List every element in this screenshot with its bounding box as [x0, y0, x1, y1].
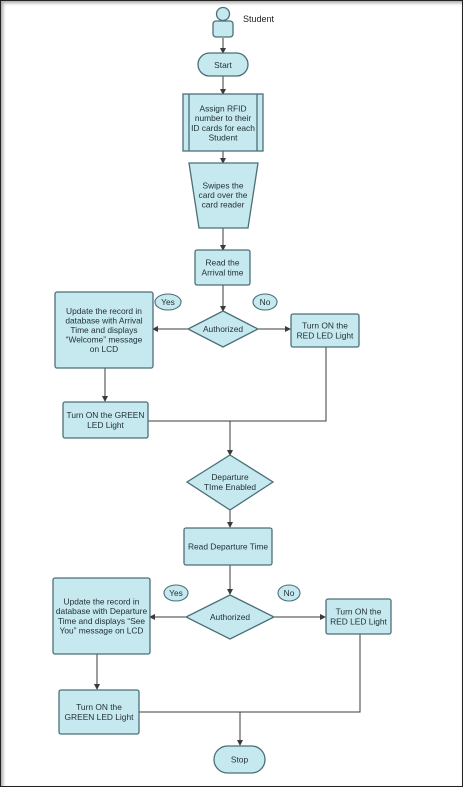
node-text-line: number to their: [195, 113, 252, 123]
node-text-line: database with Arrival: [65, 315, 142, 325]
node-text-line: Authorized: [203, 324, 243, 334]
node-text-line: database with Departure: [56, 606, 148, 616]
node-text-line: TIme Enabled: [204, 482, 256, 492]
node-text-line: GREEN LED Light: [65, 712, 135, 722]
edge-red2-merge: [240, 634, 361, 713]
node-text-line: Swipes the: [203, 180, 244, 190]
node-text-line: RED LED Light: [297, 330, 354, 340]
node-text-line: Turn ON the: [302, 321, 348, 331]
node-authorized-1: Authorized: [186, 310, 260, 348]
node-authorized-1-text: Authorized: [203, 324, 243, 334]
node-text-line: Stop: [231, 755, 249, 765]
node-authorized-2: Authorized: [184, 594, 276, 640]
edge-red1-merge: [230, 347, 327, 422]
node-text-line: Arrival time: [202, 267, 244, 277]
node-authorized-2-text: Authorized: [210, 612, 250, 622]
branch-no-2-label: No: [284, 588, 295, 598]
actor-student: Student: [212, 6, 275, 38]
node-read-departure-text: Read Departure Time: [188, 542, 268, 552]
node-text-line: Student: [209, 132, 239, 142]
node-text-line: Time and displays “See: [58, 616, 146, 626]
branch-yes-1-label: Yes: [161, 297, 175, 307]
branch-yes-1: Yes: [154, 293, 182, 311]
node-text-line: ID cards for each: [191, 123, 255, 133]
node-text-line: Turn ON the: [336, 607, 382, 617]
node-start-text: Start: [214, 60, 232, 70]
node-text-line: card reader: [202, 200, 245, 210]
node-text-line: Read Departure Time: [188, 542, 268, 552]
node-text-line: RED LED Light: [330, 616, 387, 626]
node-text-line: Turn ON the: [76, 702, 122, 712]
node-text-line: on LCD: [90, 344, 118, 354]
actor-head-icon: [215, 6, 231, 22]
node-stop-text: Stop: [231, 755, 249, 765]
actor-label: Student: [243, 14, 275, 24]
actor-body-icon: [212, 20, 234, 38]
node-text-line: You” message on LCD: [60, 625, 144, 635]
branch-no-1: No: [252, 293, 278, 311]
node-text-line: LED Light: [87, 420, 124, 430]
node-text-line: Assign RFID: [199, 104, 246, 114]
node-text-line: Turn ON the GREEN: [67, 410, 145, 420]
node-stop: Stop: [213, 745, 266, 774]
node-text-line: Update the record in: [64, 597, 140, 607]
node-text-line: Start: [214, 60, 232, 70]
edges: [94, 38, 361, 746]
branch-no-2: No: [277, 584, 301, 602]
node-read-departure: Read Departure Time: [183, 527, 273, 566]
node-text-line: “Welcome” message: [66, 335, 143, 345]
node-text-line: Departure: [211, 472, 249, 482]
branch-yes-2-label: Yes: [169, 588, 183, 598]
node-text-line: card over the: [199, 190, 248, 200]
node-text-line: Update the record in: [66, 306, 142, 316]
node-text-line: Read the: [206, 258, 240, 268]
branch-no-1-label: No: [260, 297, 271, 307]
node-text-line: Authorized: [210, 612, 250, 622]
node-text-line: Time and displays: [70, 325, 137, 335]
branch-yes-2: Yes: [163, 584, 189, 602]
node-start: Start: [197, 52, 249, 77]
